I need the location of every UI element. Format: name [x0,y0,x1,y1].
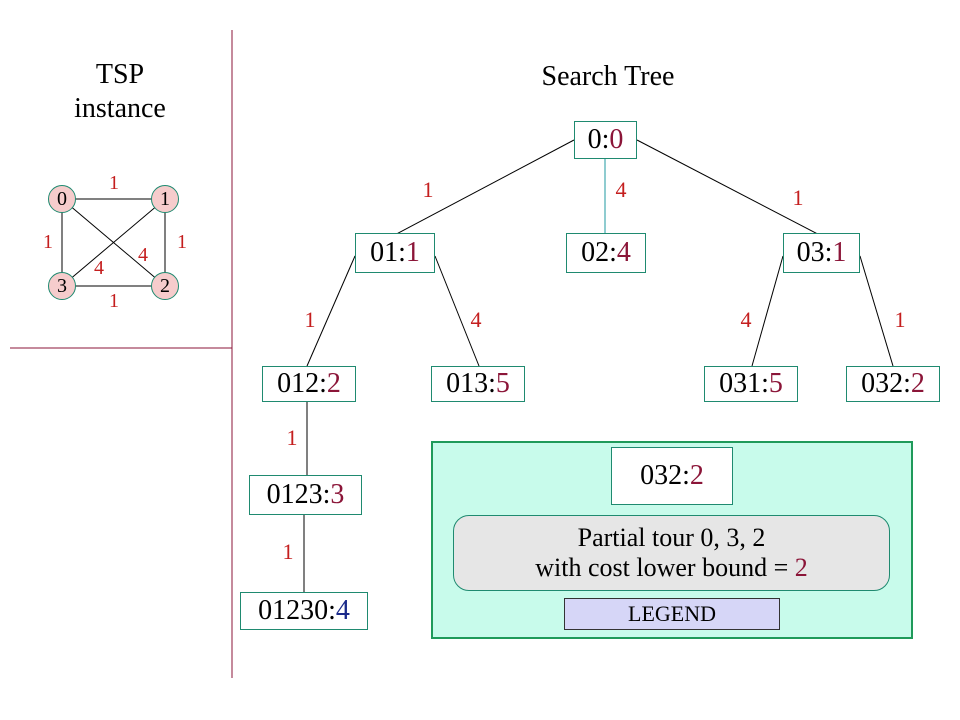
tsp-vertex-1: 1 [151,185,179,213]
legend-desc-line2: with cost lower bound = 2 [454,553,889,583]
tree-node-013: 013:5 [431,366,525,402]
node-bound: 0 [609,124,624,155]
tsp-title-line1: TSP [95,59,145,90]
tree-weight-0-03: 1 [792,185,804,210]
tree-node-03: 03:1 [783,233,860,273]
node-bound: 3 [330,479,345,510]
tsp-title-line2: instance [74,93,166,124]
node-path: 031 [719,368,762,399]
node-path: 01 [370,237,399,268]
node-path: 0 [587,124,602,155]
node-path: 03 [796,237,825,268]
tsp-title: TSP instance [50,58,190,126]
tsp-weight-13: 4 [94,257,104,279]
node-bound: 2 [326,368,341,399]
tree-edge-01-013 [434,255,480,367]
node-path: 02 [581,237,610,268]
tree-node-0: 0:0 [574,121,637,159]
legend-example-bound: 2 [689,460,704,491]
legend-example-node: 032:2 [611,447,733,505]
tsp-weight-12: 1 [177,231,187,253]
tsp-weight-23: 1 [109,290,119,312]
tree-edge-03-031 [751,255,784,367]
node-path: 013 [446,368,489,399]
tree-weight-0-01: 1 [422,177,434,202]
search-tree-title: Search Tree [541,61,675,92]
legend-desc-line1: Partial tour 0, 3, 2 [577,523,766,552]
node-bound: 2 [910,368,925,399]
tree-weight-01-013: 4 [470,307,482,332]
tree-node-0123: 0123:3 [249,475,362,515]
tree-weight-0-02: 4 [615,177,627,202]
tree-node-031: 031:5 [704,366,798,402]
tsp-weight-30: 1 [43,231,53,253]
tree-weight-01-012: 1 [304,307,316,332]
node-path: 01230 [258,595,329,626]
tsp-edge-13 [61,198,166,287]
node-path: 012 [277,368,320,399]
node-bound: 1 [832,237,847,268]
node-bound: 1 [405,237,420,268]
tree-weight-03-032: 1 [894,307,906,332]
legend-example-path: 032 [640,460,683,491]
tsp-weight-01: 1 [109,172,119,194]
tsp-vertex-0: 0 [48,185,76,213]
tree-weight-03-031: 4 [740,307,752,332]
legend-description: Partial tour 0, 3, 2 with cost lower bou… [453,515,890,591]
legend-tag: LEGEND [564,598,780,630]
node-bound: 4 [616,237,631,268]
legend-desc-prefix: with cost lower bound = [535,553,795,582]
node-bound: 5 [768,368,783,399]
node-bound: 5 [495,368,510,399]
node-path: 032 [861,368,904,399]
tsp-vertex-2: 2 [151,272,179,300]
tree-node-02: 02:4 [566,233,646,273]
tree-edge-01-012 [306,255,356,367]
tree-edge-03-032 [859,255,894,367]
tree-node-01230: 01230:4 [240,592,368,630]
node-path: 0123 [266,479,323,510]
tree-weight-012-0123: 1 [286,425,298,450]
legend-desc-value: 2 [794,553,808,582]
tree-node-032: 032:2 [846,366,940,402]
node-bound: 4 [335,595,350,626]
tree-node-01: 01:1 [355,233,435,273]
tsp-weight-02: 4 [138,244,148,266]
tsp-vertex-3: 3 [48,272,76,300]
tree-node-012: 012:2 [262,366,356,402]
tree-weight-0123-01230: 1 [282,539,294,564]
